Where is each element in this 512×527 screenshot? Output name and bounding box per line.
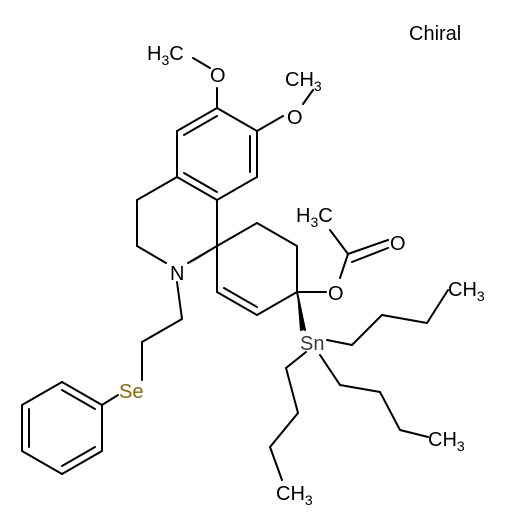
bond <box>302 89 314 105</box>
methyl-butyl-c-label: CH3 <box>276 483 313 508</box>
bond <box>216 176 258 201</box>
bond <box>379 391 401 431</box>
bond <box>351 247 389 263</box>
bond <box>176 176 218 201</box>
tin-label: Sn <box>300 333 324 355</box>
bond <box>101 394 119 406</box>
bond <box>269 412 299 448</box>
bond <box>256 115 284 132</box>
bond <box>136 245 167 264</box>
oxygen-carbonyl-label: O <box>390 233 406 255</box>
bond <box>216 107 258 132</box>
methyl-butyl-b-label: CH3 <box>428 429 465 454</box>
bond <box>21 381 63 406</box>
bond <box>339 384 381 393</box>
oxygen-mid-label: O <box>287 107 303 129</box>
bond <box>21 450 63 475</box>
bond <box>61 450 103 475</box>
chiral-annotation: Chiral <box>409 23 461 45</box>
bond <box>61 446 96 467</box>
bond <box>61 389 96 410</box>
bond <box>285 351 307 369</box>
oxygen-ester-label: O <box>328 283 344 305</box>
bonds <box>21 57 449 481</box>
wedge-bond <box>188 244 219 265</box>
bond <box>351 314 383 346</box>
bond <box>216 222 258 247</box>
bond <box>192 57 211 69</box>
nitrogen-label: N <box>170 263 184 285</box>
bond <box>61 381 103 406</box>
bond <box>176 281 183 320</box>
methyl-top-label: H3C <box>147 43 184 68</box>
selenium-label: Se <box>119 381 143 403</box>
bond <box>141 318 183 343</box>
bond <box>256 291 298 316</box>
bond <box>399 429 429 438</box>
bond <box>136 176 178 201</box>
methyl-acetyl-label: H3C <box>296 205 333 230</box>
oxygen-top-label: O <box>210 65 226 87</box>
bond <box>269 446 283 481</box>
bond <box>285 367 299 414</box>
bond <box>339 253 349 279</box>
bond <box>216 291 258 316</box>
bond <box>176 107 218 132</box>
methyl-butyl-a-label: CH3 <box>448 279 485 304</box>
bond <box>326 339 353 346</box>
bond <box>381 314 428 324</box>
methyl-mid-label: CH3 <box>285 69 322 94</box>
bond <box>319 354 341 386</box>
wedge-bond <box>297 292 305 331</box>
bond <box>183 115 218 136</box>
bond <box>426 289 449 324</box>
bond <box>183 172 218 193</box>
bond <box>347 239 389 255</box>
bond <box>329 229 349 255</box>
atom-labels: H3C O O CH3 H3C O O N Se Sn CH3 CH3 CH3 … <box>119 23 485 508</box>
bond <box>256 222 298 247</box>
bond <box>223 287 258 308</box>
